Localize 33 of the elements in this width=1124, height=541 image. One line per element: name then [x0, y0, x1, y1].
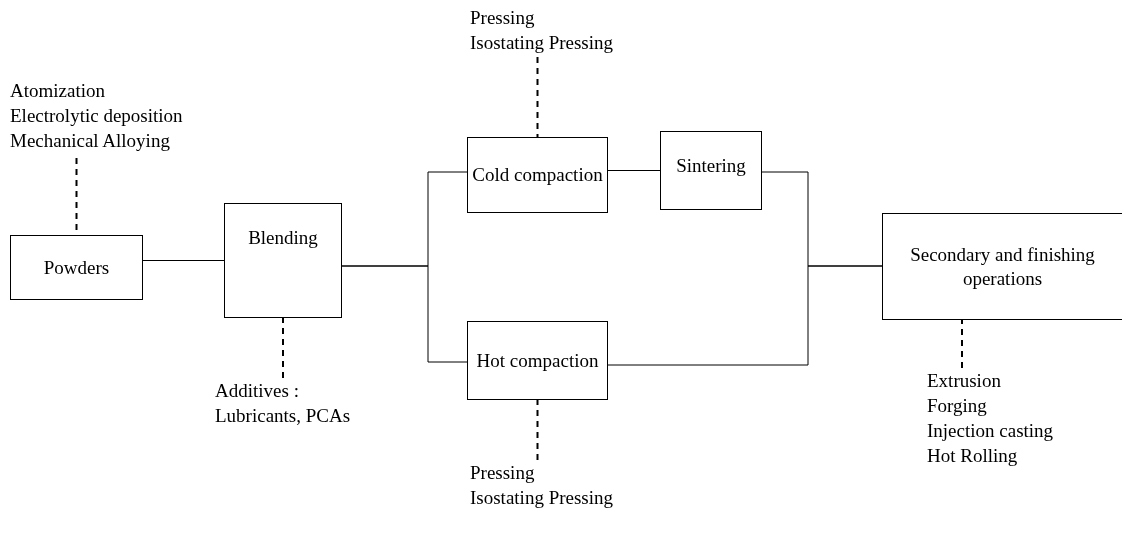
dashed-connector [536, 399, 539, 461]
method-label: Forging [927, 394, 988, 418]
method-label: Additives : [215, 379, 300, 403]
method-label: Injection casting [927, 419, 1055, 443]
process-box [660, 131, 762, 210]
method-label: Atomization [10, 79, 106, 103]
step-label: Secondary and finishing operations [909, 242, 1096, 291]
method-label: Pressing [470, 461, 536, 485]
method-label: Extrusion [927, 369, 1002, 393]
method-label: Pressing [470, 6, 536, 30]
process-box [467, 321, 608, 400]
step-label: Sintering [676, 154, 746, 178]
step-label: Hot compaction [476, 348, 599, 373]
connector-line [607, 170, 661, 171]
connector-line [607, 265, 883, 366]
step-label: Blending [248, 226, 318, 250]
method-label: Isostating Pressing [470, 486, 615, 510]
method-label: Lubricants, PCAs [215, 404, 352, 428]
process-box [10, 235, 143, 300]
method-label: Hot Rolling [927, 444, 1019, 468]
dashed-connector [961, 319, 963, 369]
method-label: Isostating Pressing [470, 31, 615, 55]
step-label: Powders [43, 255, 110, 280]
process-box [467, 137, 608, 213]
method-label: Electrolytic deposition [10, 104, 184, 128]
connector-line [341, 265, 468, 363]
dashed-connector [536, 56, 539, 138]
process-box [882, 213, 1122, 320]
dashed-connector [282, 317, 284, 379]
connector-line [142, 260, 225, 261]
step-label: Cold compaction [472, 163, 603, 187]
process-box [224, 203, 342, 318]
method-label: Mechanical Alloying [10, 129, 171, 153]
